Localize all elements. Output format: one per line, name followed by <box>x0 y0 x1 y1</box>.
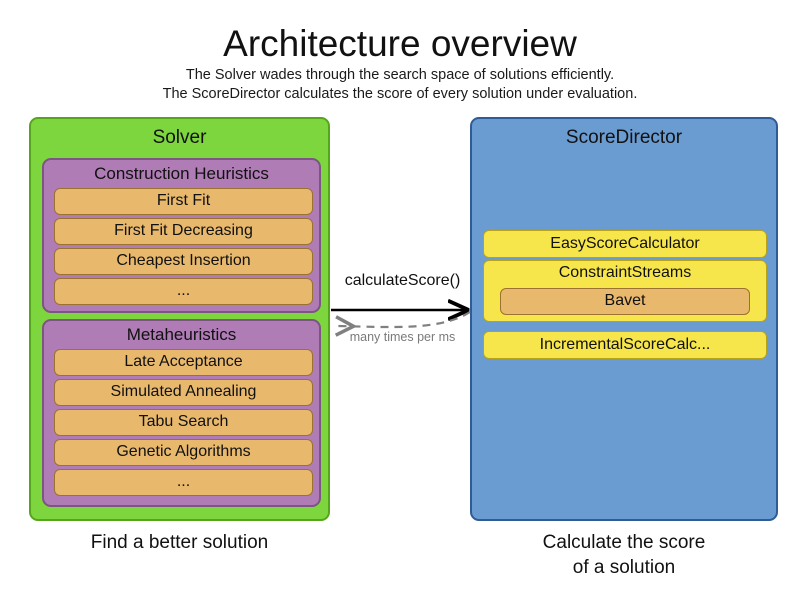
bavet-box[interactable]: Bavet <box>500 288 750 315</box>
score-director-caption-line-2: of a solution <box>572 557 676 578</box>
constraint-streams-box[interactable]: ConstraintStreams Bavet <box>483 260 767 322</box>
metaheuristics-group: Metaheuristics Late Acceptance Simulated… <box>42 319 321 507</box>
solver-panel: Solver Construction Heuristics First Fit… <box>29 117 330 521</box>
metaheuristic-item[interactable]: Genetic Algorithms <box>54 439 313 466</box>
score-director-panel: ScoreDirector EasyScoreCalculator Constr… <box>470 117 778 521</box>
construction-heuristic-item[interactable]: First Fit Decreasing <box>54 218 313 245</box>
page-title: Architecture overview <box>223 23 577 64</box>
incremental-score-calculator-box[interactable]: IncrementalScoreCalc... <box>483 331 767 359</box>
many-times-per-ms-arrow <box>337 311 471 327</box>
construction-heuristics-group: Construction Heuristics First Fit First … <box>42 158 321 313</box>
subtitle-line-1: The Solver wades through the search spac… <box>185 67 615 83</box>
metaheuristic-item[interactable]: Tabu Search <box>54 409 313 436</box>
header: Architecture overview The Solver wades t… <box>0 22 800 104</box>
metaheuristic-item[interactable]: Late Acceptance <box>54 349 313 376</box>
solver-panel-title: Solver <box>152 127 207 148</box>
subtitle-line-2: The ScoreDirector calculates the score o… <box>162 86 638 102</box>
metaheuristic-item[interactable]: ... <box>54 469 313 496</box>
construction-heuristics-title: Construction Heuristics <box>94 164 269 183</box>
construction-heuristic-item[interactable]: Cheapest Insertion <box>54 248 313 275</box>
score-director-caption: Calculate the score of a solution <box>470 530 778 580</box>
easy-score-calculator-box[interactable]: EasyScoreCalculator <box>483 230 767 258</box>
constraint-streams-label: ConstraintStreams <box>558 264 692 281</box>
metaheuristic-item[interactable]: Simulated Annealing <box>54 379 313 406</box>
solver-caption: Find a better solution <box>90 532 269 553</box>
metaheuristics-title: Metaheuristics <box>126 325 237 344</box>
many-times-per-ms-label: many times per ms <box>349 330 456 344</box>
construction-heuristic-item[interactable]: First Fit <box>54 188 313 215</box>
score-director-panel-title: ScoreDirector <box>565 127 683 148</box>
calculate-score-label: calculateScore() <box>344 272 461 289</box>
score-director-caption-line-1: Calculate the score <box>542 532 706 553</box>
construction-heuristic-item[interactable]: ... <box>54 278 313 305</box>
